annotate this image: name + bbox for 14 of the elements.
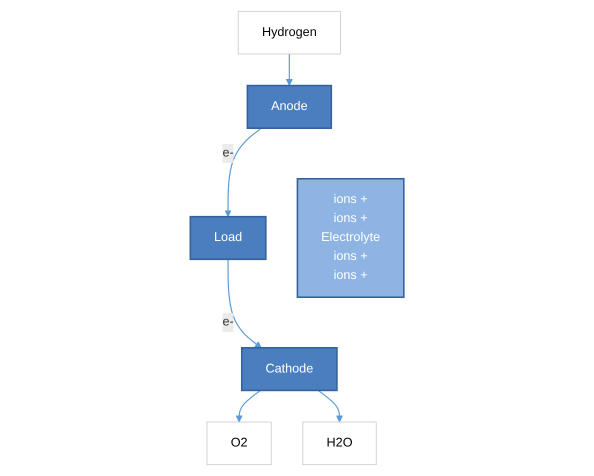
arrow (227, 259, 262, 348)
node-box: Hydrogen (238, 10, 341, 54)
node-box: O2 (206, 422, 272, 466)
node-box: H2O (302, 422, 377, 466)
edge-label: e- (222, 315, 234, 329)
edge-label: e- (222, 146, 234, 160)
arrow (286, 54, 293, 86)
node-box: Anode (246, 84, 332, 129)
arrow (318, 390, 343, 422)
node-box: Cathode (240, 346, 338, 392)
arrow (236, 390, 261, 422)
node-box: ions + ions + Electrolyte ions + ions + (296, 178, 405, 298)
node-box: Load (189, 216, 267, 260)
arrow (224, 128, 262, 217)
